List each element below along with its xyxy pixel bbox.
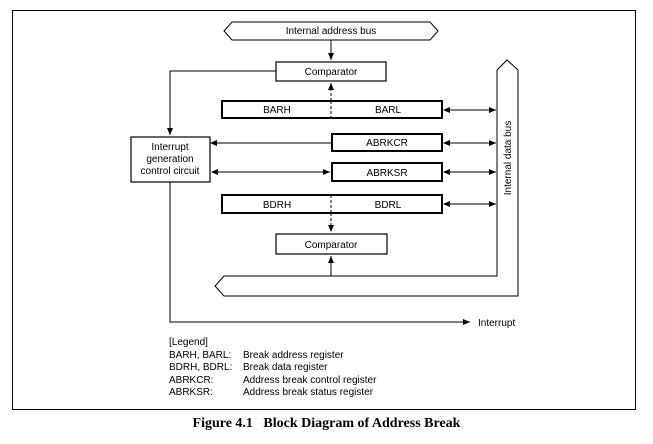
legend-key: ABRKCR: [169, 374, 214, 386]
internal-address-bus: Internal address bus [223, 21, 439, 41]
figure-caption: Figure 4.1 Block Diagram of Address Brea… [192, 416, 461, 431]
legend-item: BDRH, BDRL: Break data register [169, 362, 376, 375]
interrupt-output-arrow [169, 182, 470, 325]
abrkcr-label: ABRKCR [366, 138, 408, 149]
internal-address-bus-label: Internal address bus [286, 26, 377, 37]
internal-data-bus: Internal data bus [214, 59, 519, 297]
interrupt-control-circuit: Interrupt generation control circuit [130, 136, 211, 183]
bdrh-label: BDRH [263, 200, 291, 211]
internal-data-bus-label: Internal data bus [503, 121, 514, 196]
comparator-top: Comparator [275, 61, 387, 82]
bar-register: BARH BARL [221, 100, 443, 119]
diagram-frame [12, 10, 636, 410]
legend-key: BARH, BARL: [169, 349, 232, 361]
comparator-to-interrupt-line [167, 70, 276, 135]
legend-item: ABRKCR: Address break control register [169, 375, 376, 388]
abrkcr-register: ABRKCR [331, 133, 443, 152]
interrupt-circuit-line-1: Interrupt [151, 142, 188, 153]
legend-desc: Break address register [243, 349, 344, 361]
legend-desc: Address break control register [243, 374, 377, 386]
bdr-register: BDRH BDRL [221, 194, 443, 214]
interrupt-circuit-line-3: control circuit [141, 166, 200, 177]
legend-key: BDRH, BDRL: [169, 362, 233, 373]
interrupt-circuit-line-2: generation [146, 154, 193, 165]
legend-item: BARH, BARL: Break address register [169, 350, 376, 363]
barh-label: BARH [263, 105, 291, 116]
comparator-bottom: Comparator [275, 233, 388, 255]
abrksr-label: ABRKSR [366, 168, 407, 179]
barl-label: BARL [375, 105, 402, 116]
legend-item: ABRKSR: Address break status register [169, 387, 376, 400]
legend-desc: Address break status register [243, 387, 374, 398]
legend: [Legend] BARH, BARL: Break address regis… [169, 337, 376, 400]
comparator-top-label: Comparator [305, 67, 358, 78]
comparator-bottom-label: Comparator [305, 240, 358, 251]
legend-title: [Legend] [169, 337, 208, 348]
legend-key: ABRKSR: [169, 387, 213, 398]
legend-desc: Break data register [243, 362, 328, 373]
abrksr-register: ABRKSR [331, 162, 443, 182]
bdrl-label: BDRL [375, 200, 402, 211]
interrupt-label: Interrupt [478, 318, 515, 329]
